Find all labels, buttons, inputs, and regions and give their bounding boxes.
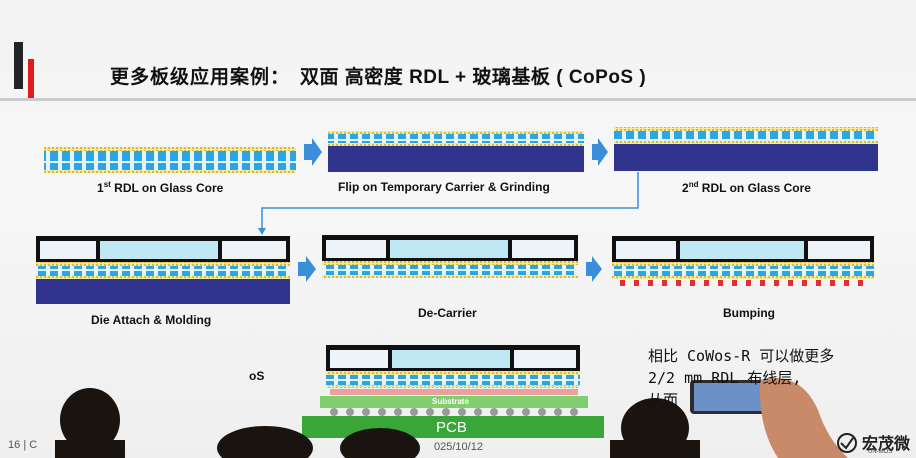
arrow-2 bbox=[592, 138, 608, 166]
step3-diagram bbox=[614, 127, 878, 171]
step1-diagram bbox=[44, 147, 296, 173]
arrow-1 bbox=[304, 138, 322, 166]
arrow-3 bbox=[298, 256, 316, 282]
title-subject: 双面 高密度 RDL + 玻璃基板 ( CoPoS ) bbox=[300, 67, 647, 88]
step1-label: 1st RDL on Glass Core bbox=[97, 180, 224, 195]
connector-line bbox=[261, 172, 639, 228]
step4-label: Die Attach & Molding bbox=[91, 313, 212, 327]
note-line-3: 从而 bbox=[648, 391, 679, 409]
connector-arrowhead bbox=[258, 228, 266, 235]
title-chinese: 更多板级应用案例： bbox=[110, 67, 291, 88]
title-divider bbox=[0, 98, 916, 101]
step3-label: 2nd RDL on Glass Core bbox=[682, 180, 811, 195]
logo-text: 宏茂微 bbox=[862, 436, 911, 453]
step4-diagram bbox=[36, 236, 290, 304]
step5-diagram bbox=[322, 235, 578, 278]
comparison-note: 相比 CoWos-R 可以做更多 2/2 mm RDL 布线层, 从而 bbox=[648, 345, 834, 411]
arrow-4 bbox=[586, 256, 602, 282]
company-logo: 宏茂微 UN-MOS bbox=[836, 430, 914, 456]
logo-subtext: UN-MOS bbox=[868, 449, 893, 455]
step5-label: De-Carrier bbox=[418, 306, 477, 320]
audience-silhouettes bbox=[55, 388, 700, 458]
footer-partial: | C bbox=[23, 439, 38, 451]
slide-accent-red bbox=[28, 59, 34, 99]
step2-label: Flip on Temporary Carrier & Grinding bbox=[338, 180, 550, 194]
logo-icon bbox=[837, 433, 857, 453]
page-footer: 16 | C bbox=[8, 439, 37, 451]
slide-title: 更多板级应用案例： 双面 高密度 RDL + 玻璃基板 ( CoPoS ) bbox=[110, 62, 646, 89]
substrate-label: Substrate bbox=[432, 397, 469, 406]
step2-diagram bbox=[328, 131, 584, 172]
phone-in-hand bbox=[690, 378, 848, 458]
note-line-1: 相比 CoWos-R 可以做更多 bbox=[648, 347, 835, 365]
footer-date: 025/10/12 bbox=[434, 441, 483, 453]
page-number: 16 bbox=[8, 439, 21, 451]
step6-diagram bbox=[612, 236, 874, 286]
pcb-label: PCB bbox=[436, 419, 467, 436]
partial-label: oS bbox=[249, 369, 265, 383]
slide-accent-dark bbox=[14, 42, 23, 89]
step6-label: Bumping bbox=[723, 306, 775, 320]
note-line-2: 2/2 mm RDL 布线层, bbox=[648, 369, 802, 387]
